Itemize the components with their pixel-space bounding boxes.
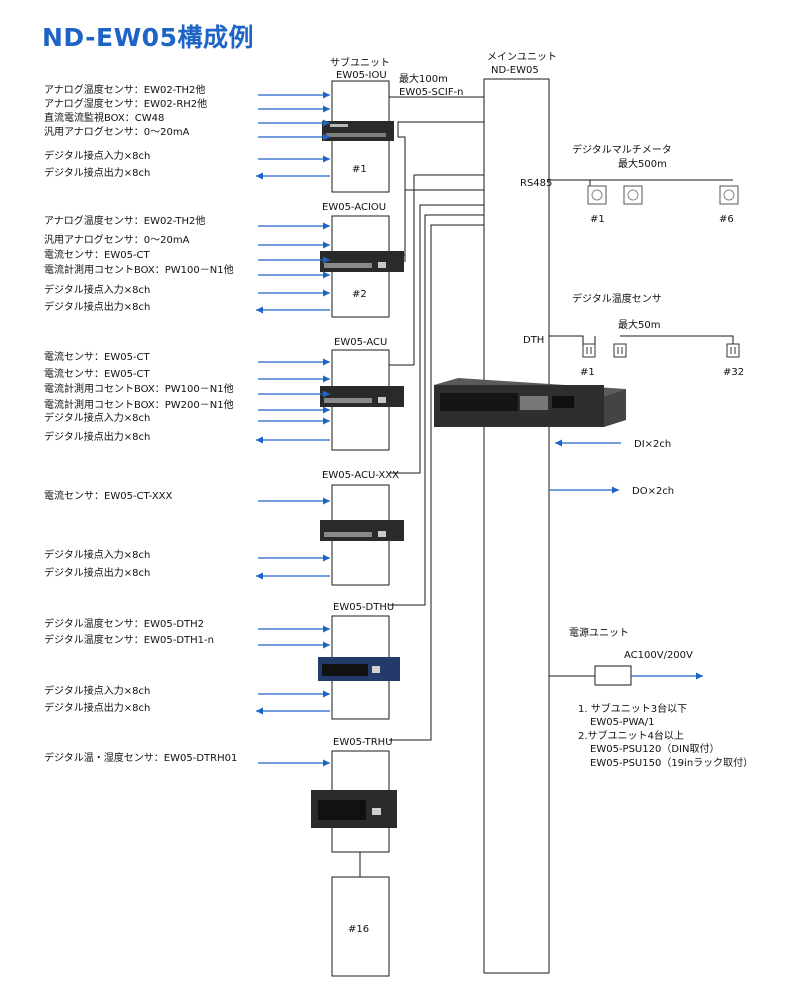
rs485-label: RS485 — [520, 178, 552, 189]
input-label: 直流電流監視BOX：CW48 — [44, 111, 164, 124]
bus-line — [389, 224, 484, 741]
do-label: デジタル接点出力×8ch — [44, 701, 150, 714]
dth-sensor-2 — [613, 343, 627, 358]
input-label: 電流計測用コセントBOX：PW200－N1他 — [44, 398, 234, 411]
main-unit-model: ND-EW05 — [491, 65, 539, 76]
main-unit-box — [483, 78, 550, 974]
main-unit-label: メインユニット — [487, 52, 557, 63]
unit16-box — [331, 876, 390, 977]
dth-line — [620, 335, 734, 344]
unit3-device-image — [320, 386, 404, 407]
power-note-4: EW05-PSU120（DIN取付） — [590, 742, 719, 755]
bus-line — [389, 214, 484, 606]
input-label: 電流計測用コセントBOX：PW100－N1他 — [44, 263, 234, 276]
dth-line — [549, 335, 584, 344]
bus-line — [404, 189, 484, 262]
input-label: 汎用アナログセンサ：0～20mA — [44, 233, 190, 246]
multimeter-last-index: #6 — [719, 214, 734, 225]
unit2-index: #2 — [352, 289, 367, 300]
input-label: デジタル温度センサ：EW05-DTH1-n — [44, 633, 214, 646]
unit1-index: #1 — [352, 164, 367, 175]
input-label: デジタル温・湿度センサ：EW05-DTRH01 — [44, 751, 237, 764]
unit5-device-image — [318, 657, 400, 681]
power-note-1: 1. サブユニット3台以下 — [578, 702, 687, 715]
di-label: デジタル接点入力×8ch — [44, 548, 150, 561]
dth-last-index: #32 — [723, 367, 744, 378]
dth-first-index: #1 — [580, 367, 595, 378]
link-model-label: EW05-SCIF-n — [399, 87, 464, 98]
dth-title: デジタル温度センサ — [572, 292, 662, 305]
power-title: 電源ユニット — [569, 626, 629, 639]
dth-label: DTH — [523, 335, 544, 346]
dth-max: 最大50m — [618, 318, 660, 331]
unit1-model: EW05-IOU — [336, 70, 387, 81]
unit1-label: サブユニット — [330, 56, 390, 69]
power-note-3: 2.サブユニット4台以上 — [578, 729, 684, 742]
rs485-line — [549, 179, 591, 192]
link-max-label: 最大100m — [399, 72, 448, 85]
unit16-index: #16 — [348, 924, 369, 935]
input-label: アナログ湿度センサ：EW02-RH2他 — [44, 97, 207, 110]
unit5-model: EW05-DTHU — [333, 602, 394, 613]
bus-line — [413, 174, 484, 365]
bus-line — [389, 136, 406, 256]
power-note-5: EW05-PSU150（19inラック取付） — [590, 756, 753, 769]
multimeter-title: デジタルマルチメータ — [572, 143, 672, 156]
input-label: 汎用アナログセンサ：0～20mA — [44, 125, 190, 138]
bus-line — [397, 121, 484, 137]
multimeter-device-6 — [719, 185, 739, 205]
unit1-device-image — [322, 121, 394, 141]
di-label: デジタル接点入力×8ch — [44, 149, 150, 162]
power-unit-box — [594, 665, 632, 686]
unit2-device-image — [320, 251, 404, 272]
multimeter-device-2 — [623, 185, 643, 205]
input-label: 電流センサ：EW05-CT — [44, 248, 151, 261]
unit3-model: EW05-ACU — [334, 337, 387, 348]
input-label: デジタル温度センサ：EW05-DTH2 — [44, 617, 204, 630]
bus-line — [389, 204, 484, 474]
di-label: デジタル接点入力×8ch — [44, 283, 150, 296]
left-io-group: アナログ温度センサ：EW02-TH2他アナログ湿度センサ：EW02-RH2他直流… — [44, 83, 330, 767]
input-label: アナログ温度センサ：EW02-TH2他 — [44, 214, 205, 227]
di-label: デジタル接点入力×8ch — [44, 411, 150, 424]
unit4-model: EW05-ACU-XXX — [322, 470, 399, 481]
unit4-device-image — [320, 520, 404, 541]
do-label: デジタル接点出力×8ch — [44, 566, 150, 579]
unit2-model: EW05-ACIOU — [322, 202, 386, 213]
multimeter-max: 最大500m — [618, 157, 667, 170]
input-label: 電流センサ：EW05-CT — [44, 367, 151, 380]
input-label: 電流センサ：EW05-CT-XXX — [44, 489, 173, 502]
multimeter-first-index: #1 — [590, 214, 605, 225]
power-ac: AC100V/200V — [624, 650, 693, 661]
main-unit-device-image — [434, 378, 626, 427]
unit6-device-image — [311, 790, 397, 828]
power-note-2: EW05-PWA/1 — [590, 717, 654, 728]
input-label: 電流センサ：EW05-CT — [44, 350, 151, 363]
di-label: デジタル接点入力×8ch — [44, 684, 150, 697]
multimeter-device-1 — [587, 185, 607, 205]
dth-sensor-1 — [582, 343, 596, 358]
input-label: アナログ温度センサ：EW02-TH2他 — [44, 83, 205, 96]
unit6-model: EW05-TRHU — [333, 737, 393, 748]
di-main-label: DI×2ch — [634, 439, 671, 450]
dth-sensor-32 — [726, 343, 740, 358]
page-title: ND-EW05構成例 — [42, 23, 254, 52]
do-label: デジタル接点出力×8ch — [44, 300, 150, 313]
do-label: デジタル接点出力×8ch — [44, 166, 150, 179]
do-label: デジタル接点出力×8ch — [44, 430, 150, 443]
do-main-label: DO×2ch — [632, 486, 674, 497]
input-label: 電流計測用コセントBOX：PW100－N1他 — [44, 382, 234, 395]
